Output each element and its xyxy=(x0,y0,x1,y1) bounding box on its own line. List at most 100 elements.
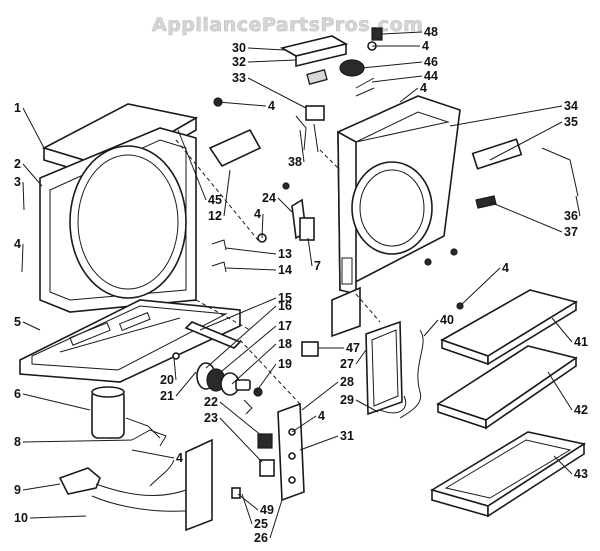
callout-label-42: 42 xyxy=(574,403,588,417)
callout-label-9: 9 xyxy=(14,483,21,497)
callout-label-20: 20 xyxy=(160,373,174,387)
callout-label-2: 2 xyxy=(14,157,21,171)
leader-line-48 xyxy=(381,31,423,35)
callout-label-29: 29 xyxy=(340,393,354,407)
right-hardware-parts xyxy=(471,138,579,209)
callout-label-37: 37 xyxy=(564,225,578,239)
leader-line-36 xyxy=(575,195,581,217)
leader-line-4 xyxy=(291,415,317,433)
leader-line-33 xyxy=(247,77,307,109)
leader-line-6 xyxy=(22,393,91,411)
leader-line-4 xyxy=(399,87,419,103)
leader-line-1 xyxy=(22,107,45,149)
callout-label-43: 43 xyxy=(574,467,588,481)
leader-line-34 xyxy=(449,105,563,127)
callout-label-38: 38 xyxy=(288,155,302,169)
callout-label-10: 10 xyxy=(14,511,28,525)
callout-label-28: 28 xyxy=(340,375,354,389)
callout-label-35: 35 xyxy=(564,115,578,129)
leader-line-44 xyxy=(371,75,423,83)
callout-label-14: 14 xyxy=(278,263,292,277)
callout-label-33: 33 xyxy=(232,71,246,85)
callout-label-13: 13 xyxy=(278,247,292,261)
callout-label-4: 4 xyxy=(268,99,275,113)
leader-line-4 xyxy=(459,267,501,307)
callout-label-22: 22 xyxy=(204,395,218,409)
leader-line-38 xyxy=(299,129,305,163)
callout-leaders xyxy=(21,31,581,539)
leader-line-27 xyxy=(355,349,367,365)
leader-line-32 xyxy=(247,59,297,63)
leader-line-22 xyxy=(219,401,263,437)
leader-line-40 xyxy=(423,319,439,337)
leader-line-4 xyxy=(131,449,175,459)
shroud-housing-part xyxy=(331,95,461,338)
callout-label-23: 23 xyxy=(204,411,218,425)
leader-line-2 xyxy=(22,163,43,187)
callout-label-15: 15 xyxy=(278,291,292,305)
leader-line-28 xyxy=(301,381,339,411)
callout-label-12: 12 xyxy=(208,209,222,223)
leader-line-8 xyxy=(22,439,133,443)
leader-line-17 xyxy=(215,325,277,377)
callout-label-4: 4 xyxy=(422,39,429,53)
callout-label-49: 49 xyxy=(260,503,274,517)
grille-part xyxy=(301,320,403,416)
callout-label-44: 44 xyxy=(424,69,438,83)
leader-line-37 xyxy=(489,201,563,233)
callout-label-1: 1 xyxy=(14,101,21,115)
watermark-text: AppliancePartsPros.com xyxy=(152,14,423,36)
callout-label-45: 45 xyxy=(208,193,222,207)
callout-label-4: 4 xyxy=(420,81,427,95)
callout-label-47: 47 xyxy=(346,341,360,355)
leader-line-9 xyxy=(22,483,61,491)
callout-label-18: 18 xyxy=(278,337,292,351)
callout-label-48: 48 xyxy=(424,25,438,39)
callout-label-4: 4 xyxy=(318,409,325,423)
leader-line-3 xyxy=(22,181,25,211)
leader-line-46 xyxy=(361,61,423,69)
callout-label-17: 17 xyxy=(278,319,292,333)
leader-line-41 xyxy=(551,317,573,343)
base-pan-part xyxy=(19,299,241,383)
callout-label-27: 27 xyxy=(340,357,354,371)
callout-label-31: 31 xyxy=(340,429,354,443)
callout-label-21: 21 xyxy=(160,389,174,403)
tubing-part xyxy=(379,329,424,419)
leader-line-4 xyxy=(261,213,264,239)
front-panel-part xyxy=(39,127,197,313)
leader-line-19 xyxy=(255,363,277,393)
capacitor-part xyxy=(91,386,161,439)
callout-label-3: 3 xyxy=(14,175,21,189)
callout-label-30: 30 xyxy=(232,41,246,55)
leader-line-21 xyxy=(175,371,197,397)
top-control-parts xyxy=(279,27,383,153)
shaft-part xyxy=(184,321,242,349)
callout-label-25: 25 xyxy=(254,517,268,531)
leader-line-4 xyxy=(21,243,24,273)
leader-line-20 xyxy=(173,357,177,381)
leader-line-35 xyxy=(489,121,563,161)
leader-line-30 xyxy=(247,47,285,51)
callout-label-34: 34 xyxy=(564,99,578,113)
leader-line-45 xyxy=(177,129,207,201)
callout-label-19: 19 xyxy=(278,357,292,371)
leader-line-42 xyxy=(547,371,573,411)
leader-line-31 xyxy=(299,435,339,451)
trays-parts xyxy=(430,289,587,518)
callout-label-7: 7 xyxy=(314,259,321,273)
leader-line-10 xyxy=(29,515,87,519)
leader-line-18 xyxy=(231,343,277,385)
leader-line-49 xyxy=(237,493,259,511)
leader-line-5 xyxy=(22,321,41,331)
leader-line-43 xyxy=(553,455,573,475)
fan-hub-assembly xyxy=(172,352,263,415)
leader-line-4 xyxy=(217,101,267,107)
callout-label-8: 8 xyxy=(14,435,21,449)
leader-line-24 xyxy=(277,197,293,213)
leader-line-15 xyxy=(199,297,277,331)
leader-line-12 xyxy=(223,169,231,217)
